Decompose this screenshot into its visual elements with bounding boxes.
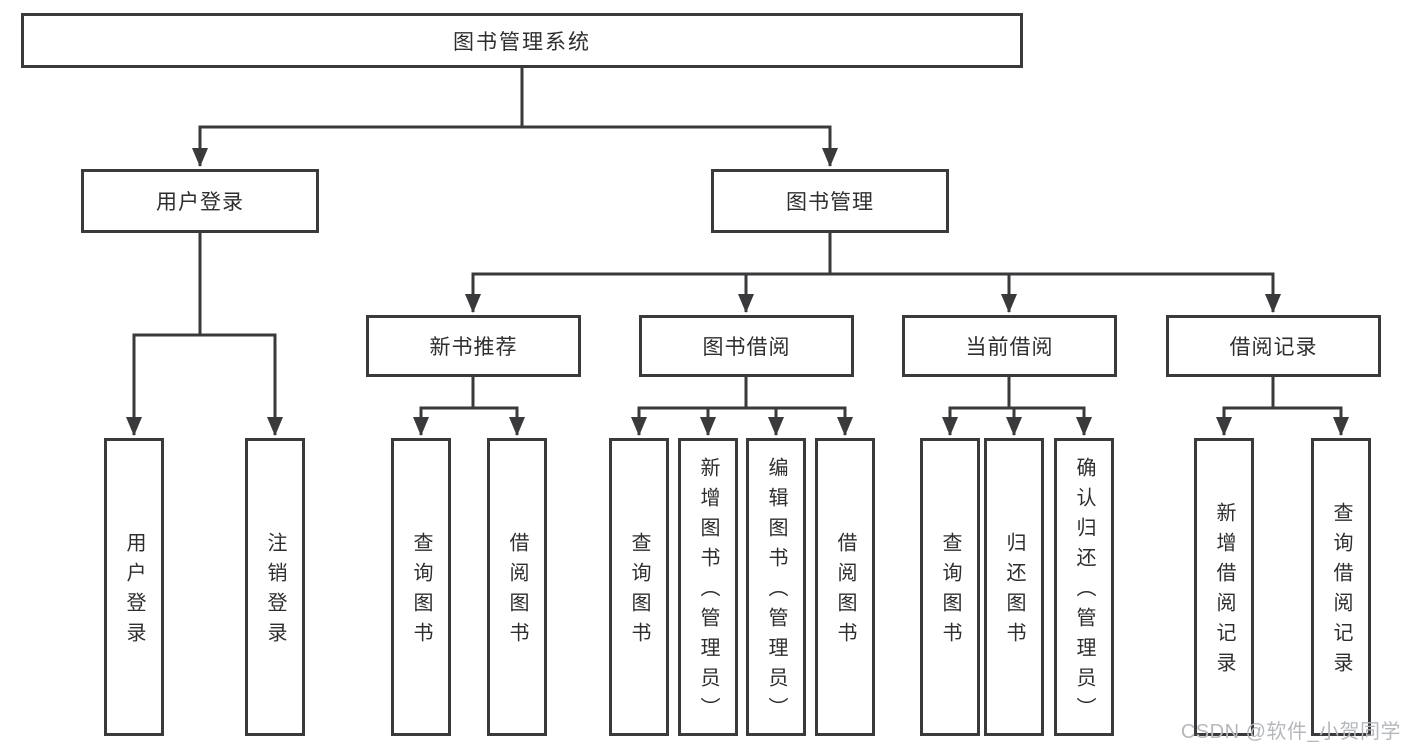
node-book-borrow: 图书借阅 (639, 315, 854, 377)
leaf-add-book-admin: 新增图书（管理员） (678, 438, 738, 736)
leaf-return-book-label: 归还图书 (1003, 532, 1025, 652)
leaf-query-books-recommend: 查询图书 (391, 438, 451, 736)
node-user-login: 用户登录 (81, 169, 319, 233)
leaf-add-borrow-record-label: 新增借阅记录 (1213, 502, 1235, 682)
node-root-system: 图书管理系统 (21, 13, 1023, 68)
node-book-management: 图书管理 (711, 169, 949, 233)
leaf-add-book-admin-label: 新增图书（管理员） (697, 457, 719, 727)
leaf-return-book: 归还图书 (984, 438, 1044, 736)
leaf-query-books-borrow: 查询图书 (609, 438, 669, 736)
leaf-query-books-current-label: 查询图书 (939, 532, 961, 652)
leaf-confirm-return-admin-label: 确认归还（管理员） (1073, 457, 1095, 727)
leaf-add-borrow-record: 新增借阅记录 (1194, 438, 1254, 736)
leaf-borrow-books-recommend-label: 借阅图书 (506, 532, 528, 652)
leaf-query-borrow-record: 查询借阅记录 (1311, 438, 1371, 736)
leaf-borrow-books-label: 借阅图书 (834, 532, 856, 652)
leaf-logout-label: 注销登录 (264, 532, 286, 652)
node-current-borrow: 当前借阅 (902, 315, 1117, 377)
leaf-query-books-borrow-label: 查询图书 (628, 532, 650, 652)
node-new-book-recommend: 新书推荐 (366, 315, 581, 377)
leaf-query-books-recommend-label: 查询图书 (410, 532, 432, 652)
leaf-user-login-label: 用户登录 (123, 532, 145, 652)
leaf-borrow-books: 借阅图书 (815, 438, 875, 736)
leaf-edit-book-admin-label: 编辑图书（管理员） (765, 457, 787, 727)
leaf-confirm-return-admin: 确认归还（管理员） (1054, 438, 1114, 736)
csdn-watermark: CSDN @软件_小贺同学 (1180, 721, 1401, 743)
leaf-edit-book-admin: 编辑图书（管理员） (746, 438, 806, 736)
leaf-user-login: 用户登录 (104, 438, 164, 736)
node-borrow-records: 借阅记录 (1166, 315, 1381, 377)
leaf-query-books-current: 查询图书 (920, 438, 980, 736)
leaf-logout: 注销登录 (245, 438, 305, 736)
leaf-query-borrow-record-label: 查询借阅记录 (1330, 502, 1352, 682)
leaf-borrow-books-recommend: 借阅图书 (487, 438, 547, 736)
